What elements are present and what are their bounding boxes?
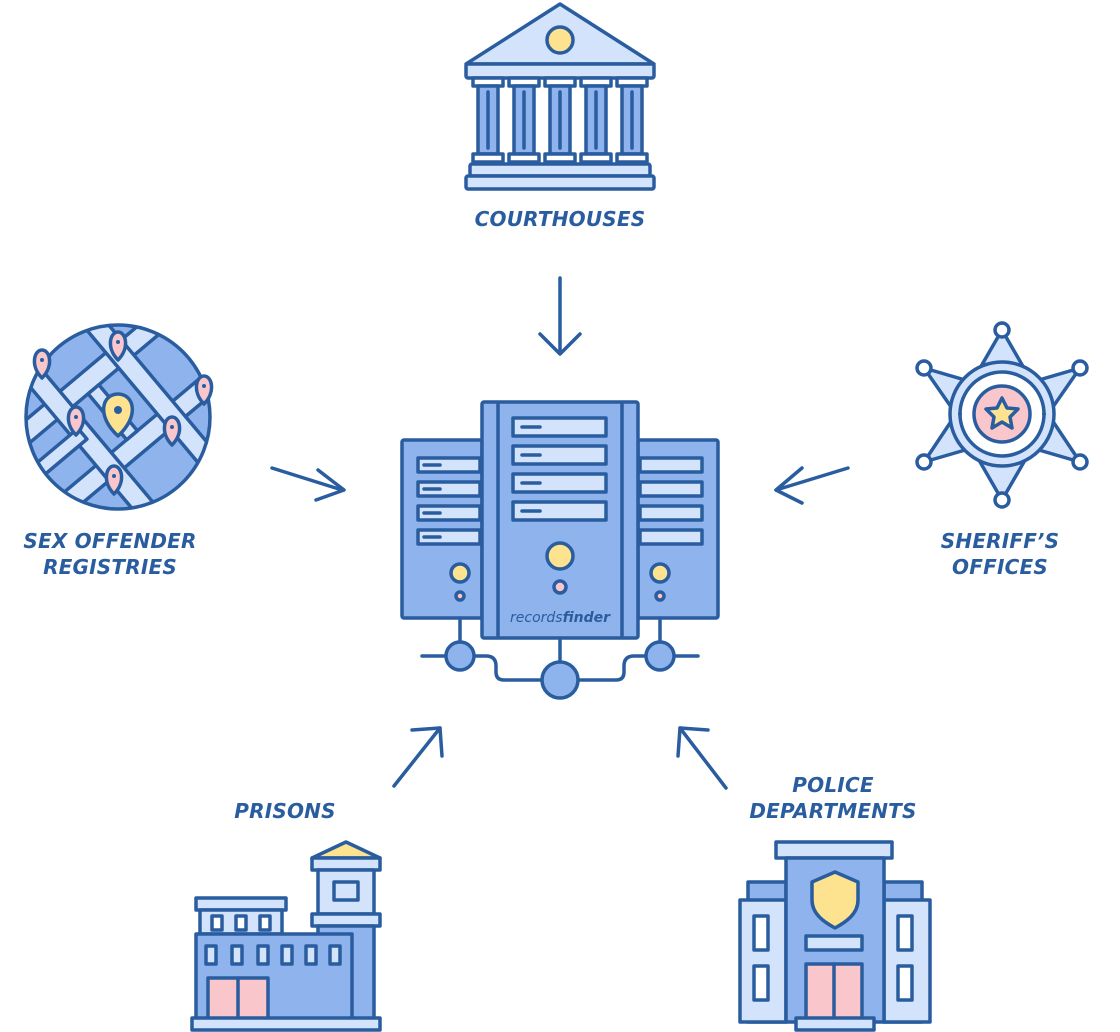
brand-logo: recordsfinder	[510, 610, 611, 626]
police-department-icon	[738, 840, 932, 1032]
arrow-from-prisons	[392, 726, 444, 788]
label-police-departments: POLICE DEPARTMENTS	[749, 773, 917, 823]
arrow-from-police-departments	[676, 726, 728, 790]
label-prisons: PRISONS	[234, 799, 336, 823]
label-sheriffs-offices: SHERIFF’S OFFICES	[940, 529, 1060, 579]
prison-icon	[190, 840, 382, 1032]
records-server-icon: recordsfinder	[400, 400, 720, 700]
label-sex-offender-registries: SEX OFFENDER REGISTRIES	[23, 529, 197, 579]
arrow-from-courthouses	[538, 276, 582, 356]
courthouse-icon	[464, 2, 656, 191]
arrow-from-sheriffs-offices	[774, 466, 850, 505]
label-courthouses: COURTHOUSES	[474, 207, 646, 231]
map-globe-icon	[24, 323, 214, 511]
arrow-from-sex-offender-registries	[270, 466, 346, 502]
sheriff-badge-icon	[915, 321, 1089, 509]
